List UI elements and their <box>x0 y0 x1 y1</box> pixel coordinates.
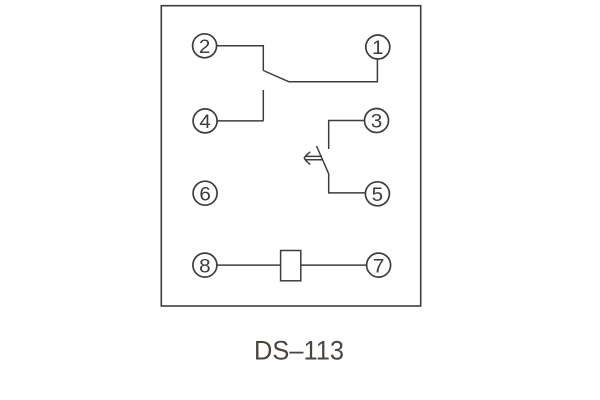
svg-text:6: 6 <box>199 184 211 205</box>
svg-text:4: 4 <box>199 112 211 133</box>
svg-text:2: 2 <box>199 37 211 58</box>
svg-text:DS–113: DS–113 <box>254 336 344 366</box>
svg-text:3: 3 <box>371 112 383 133</box>
svg-text:8: 8 <box>199 256 211 277</box>
svg-text:7: 7 <box>373 256 385 277</box>
svg-text:1: 1 <box>372 38 384 59</box>
svg-text:5: 5 <box>372 185 384 206</box>
